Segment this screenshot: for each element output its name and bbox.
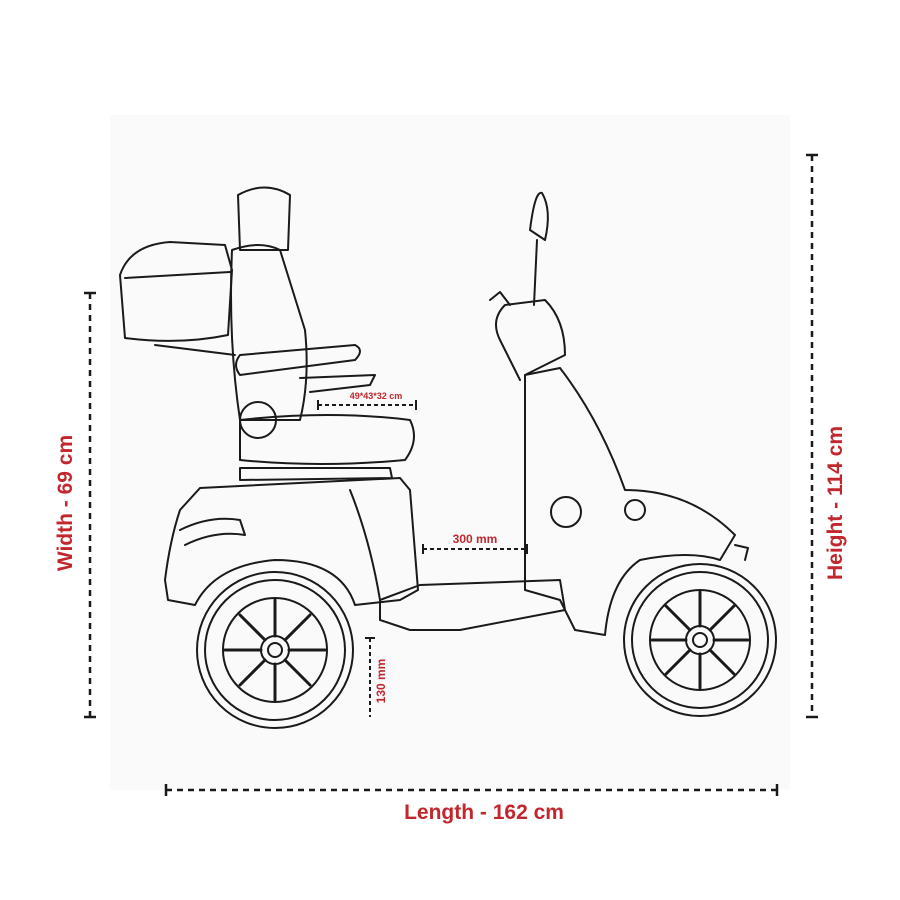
rear-basket xyxy=(119,241,233,342)
armrest xyxy=(235,344,361,376)
seat-cushion xyxy=(239,414,415,465)
height-label: Height - 114 cm xyxy=(824,425,847,581)
length-label: Length - 162 cm xyxy=(404,801,564,824)
background-panel xyxy=(110,115,790,790)
rear-body xyxy=(164,477,419,606)
front-wheel xyxy=(623,563,777,717)
front-body xyxy=(524,367,736,636)
seat-dimension-line xyxy=(317,400,417,410)
legroom-dimension-line xyxy=(422,544,528,554)
tiller xyxy=(495,299,566,381)
length-dimension-line xyxy=(164,784,779,796)
mirror xyxy=(529,191,549,241)
width-label: Width - 69 cm xyxy=(54,434,77,572)
legroom-label: 300 mm xyxy=(452,532,498,546)
seat-backrest xyxy=(230,244,308,421)
height-dimension-line xyxy=(806,153,818,719)
seat-size-label: 49*43*32 cm xyxy=(349,391,403,401)
ground-clearance-label: 130 mm xyxy=(374,658,388,704)
headrest xyxy=(237,186,291,251)
width-dimension-line xyxy=(84,291,96,719)
clearance-dimension-line xyxy=(365,637,375,717)
rear-wheel xyxy=(196,571,354,729)
floorboard xyxy=(379,579,566,631)
